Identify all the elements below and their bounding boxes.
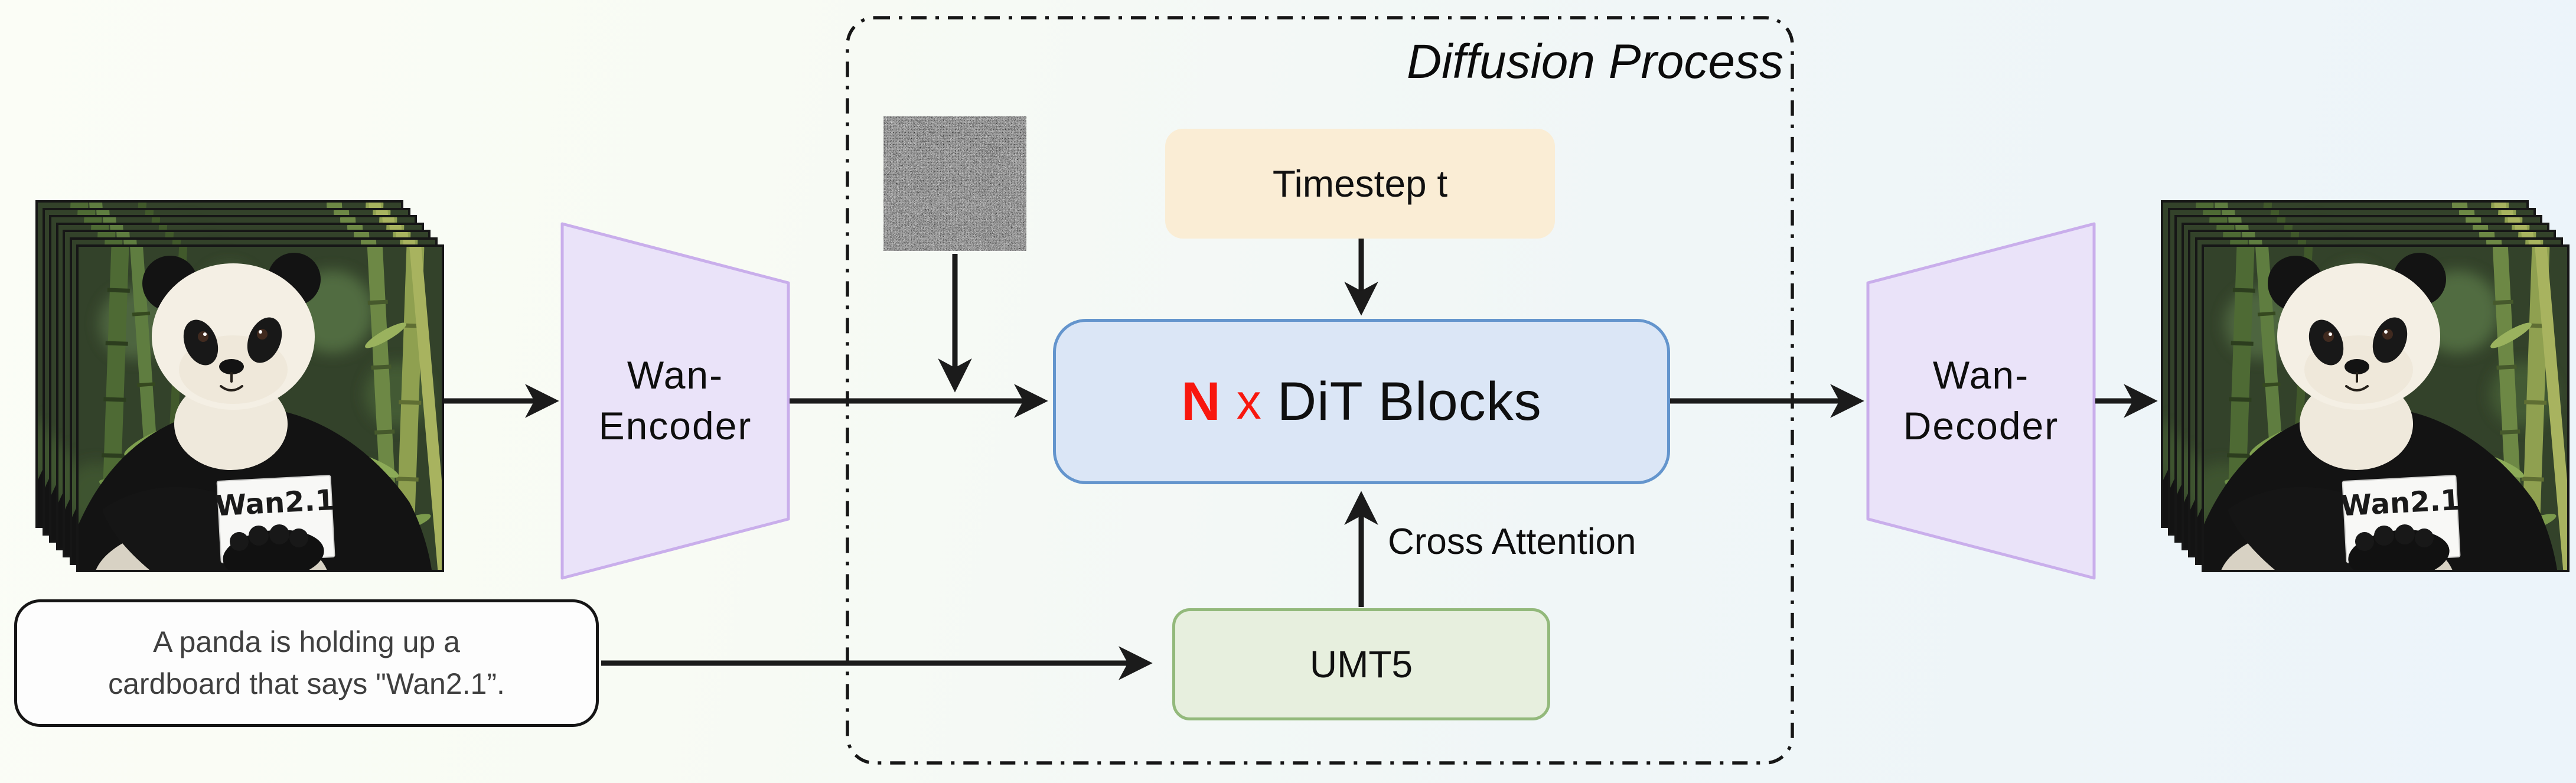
- timestep-label: Timestep t: [1272, 162, 1448, 205]
- prompt-line-2: cardboard that says "Wan2.1”.: [108, 667, 505, 700]
- umt5-label: UMT5: [1309, 643, 1413, 686]
- wan-decoder-label: Wan- Decoder: [1903, 353, 2059, 448]
- umt5-box: UMT5: [1172, 608, 1550, 720]
- dit-n-count: N: [1181, 371, 1221, 432]
- video-frame: [76, 244, 444, 572]
- video-frame: [2202, 244, 2570, 572]
- diffusion-process-title: Diffusion Process: [1406, 35, 1783, 89]
- dit-blocks-box: N x DiT Blocks: [1053, 319, 1670, 484]
- prompt-box: A panda is holding up a cardboard that s…: [14, 599, 599, 727]
- cross-attention-label: Cross Attention: [1388, 521, 1636, 562]
- wan-encoder-label: Wan- Encoder: [598, 353, 752, 448]
- noise-image: [883, 116, 1026, 251]
- prompt-line-1: A panda is holding up a: [153, 625, 460, 658]
- dit-blocks-label: DiT Blocks: [1277, 371, 1542, 432]
- dit-times-symbol: x: [1236, 373, 1262, 429]
- timestep-box: Timestep t: [1165, 129, 1555, 239]
